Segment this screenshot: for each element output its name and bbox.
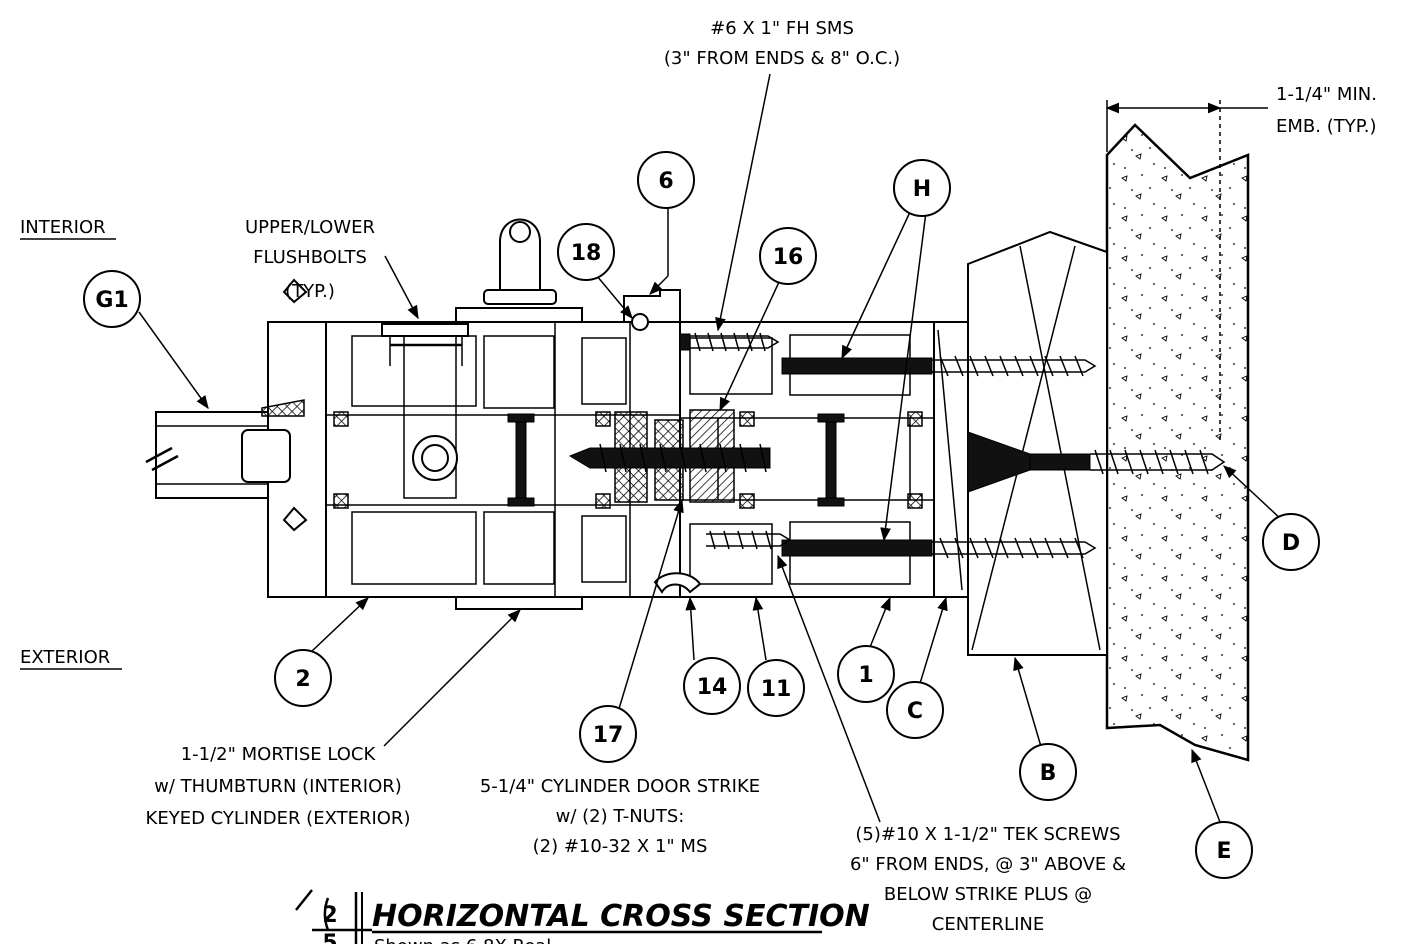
i-bars	[507, 413, 845, 507]
tek-screws-note-line3: BELOW STRIKE PLUS @	[884, 884, 1092, 905]
tag-2: 2	[295, 667, 310, 692]
tag-16: 16	[773, 245, 804, 270]
door-strike-note-line2: w/ (2) T-NUTS:	[556, 806, 685, 827]
flushbolts-note-line2: FLUSHBOLTS	[253, 247, 367, 268]
fh-sms-note-line2: (3" FROM ENDS & 8" O.C.)	[664, 48, 900, 69]
detail-number: 2	[322, 903, 337, 928]
anchors	[568, 332, 1226, 559]
drawing-scale: Shown as 6.8X Real	[374, 936, 551, 944]
leader-lines	[138, 73, 1283, 823]
embedment-note-line2: EMB. (TYP.)	[1276, 116, 1377, 137]
title-block: 2 5 HORIZONTAL CROSS SECTION Shown as 6.…	[295, 889, 870, 944]
concrete-wall	[1105, 123, 1250, 762]
exterior-label: EXTERIOR	[20, 647, 110, 668]
callout-tags: G1 2 6 18 16 H D 1 C B E 14 11 17	[83, 151, 1320, 879]
tek-screws-note-line2: 6" FROM ENDS, @ 3" ABOVE &	[850, 854, 1126, 875]
tag-e: E	[1216, 839, 1231, 864]
flushbolts-note-line3: (TYP.)	[285, 281, 335, 302]
tag-b: B	[1040, 761, 1057, 786]
tag-c: C	[907, 699, 923, 724]
tek-screws-note-line4: CENTERLINE	[932, 914, 1044, 935]
drawing-title: HORIZONTAL CROSS SECTION	[372, 899, 870, 934]
interior-label: INTERIOR	[20, 217, 106, 238]
tag-1: 1	[858, 663, 873, 688]
thermal-breaks	[333, 411, 923, 509]
embedment-dimension	[1105, 100, 1268, 440]
door-strike-note-line1: 5-1/4" CYLINDER DOOR STRIKE	[480, 776, 760, 797]
tag-h: H	[913, 177, 931, 202]
flushbolts-note-line1: UPPER/LOWER	[245, 217, 375, 238]
weatherstrip	[282, 278, 702, 594]
mortise-lock-note-line1: 1-1/2" MORTISE LOCK	[181, 744, 377, 765]
sheet-number: 5	[322, 931, 337, 944]
tag-d: D	[1282, 531, 1300, 556]
mortise-lock-note-line2: w/ THUMBTURN (INTERIOR)	[154, 776, 402, 797]
tag-6: 6	[658, 169, 673, 194]
mortise-lock-note-line3: KEYED CYLINDER (EXTERIOR)	[146, 808, 411, 829]
tag-18: 18	[571, 241, 602, 266]
fh-sms-note-line1: #6 X 1" FH SMS	[710, 18, 854, 39]
embedment-note-line1: 1-1/4" MIN.	[1276, 84, 1377, 105]
tag-17: 17	[593, 723, 624, 748]
tag-11: 11	[761, 677, 792, 702]
tag-14: 14	[697, 675, 728, 700]
tag-g1: G1	[95, 288, 128, 313]
tek-screws-note-line1: (5)#10 X 1-1/2" TEK SCREWS	[855, 824, 1120, 845]
glass-panel	[145, 399, 305, 499]
door-strike-note-line3: (2) #10-32 X 1" MS	[533, 836, 708, 857]
